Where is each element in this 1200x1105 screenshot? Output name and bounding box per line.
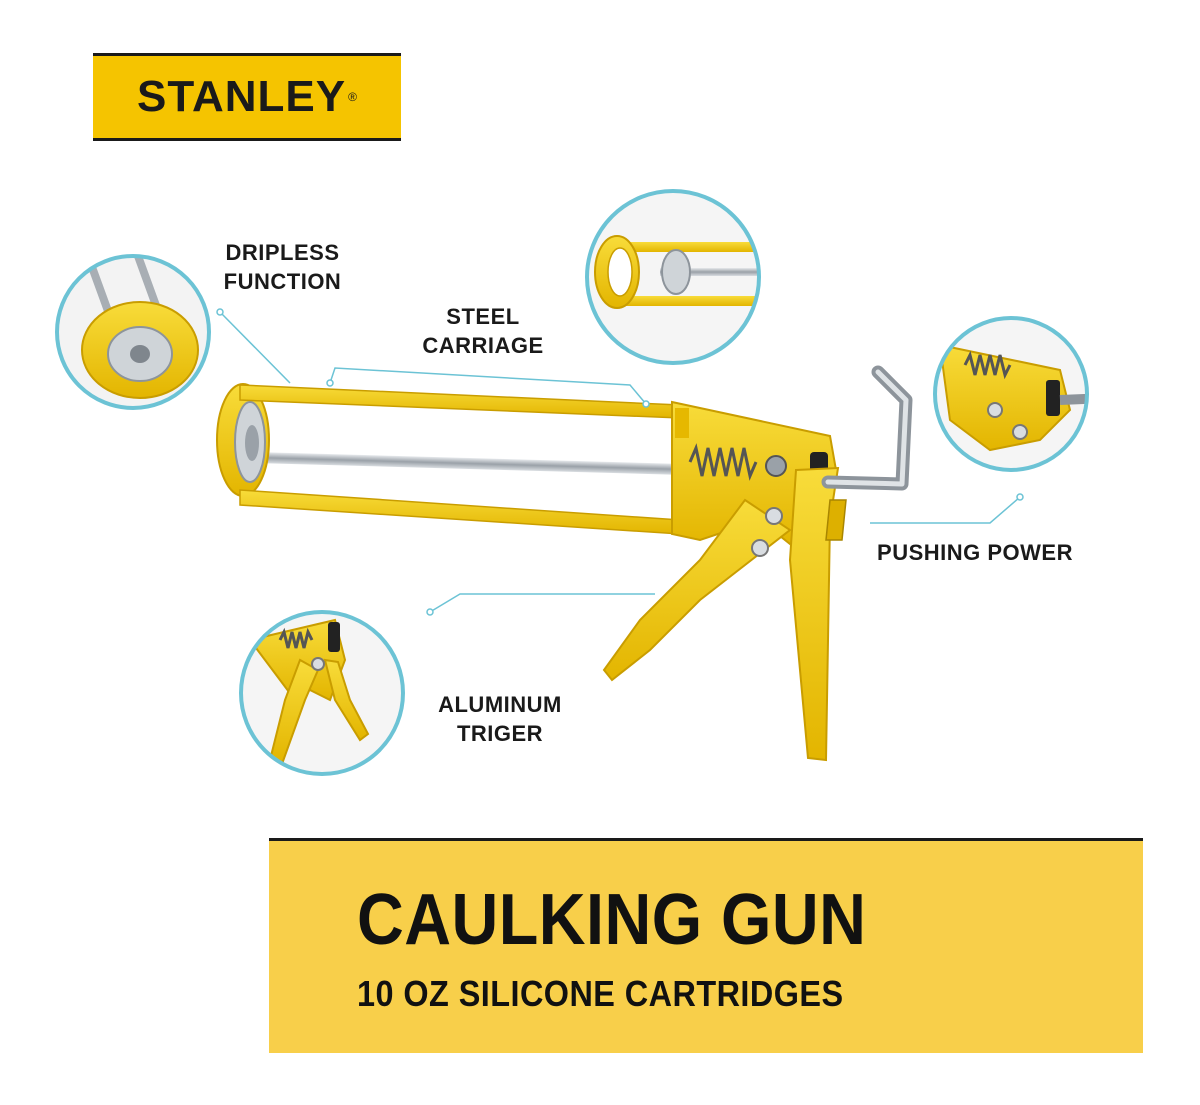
callout-pushing-line1: PUSHING POWER bbox=[877, 540, 1073, 565]
callout-trigger-line2: TRIGER bbox=[456, 721, 544, 746]
callout-steel: STEEL CARRIAGE bbox=[413, 302, 553, 360]
callout-steel-line1: STEEL bbox=[446, 304, 520, 329]
leader-lines bbox=[219, 311, 1021, 613]
registered-mark: ® bbox=[348, 90, 357, 104]
product-title: CAULKING GUN bbox=[357, 880, 867, 960]
product-subtitle: 10 OZ SILICONE CARTRIDGES bbox=[357, 973, 844, 1014]
dripless-detail bbox=[55, 254, 211, 410]
callout-steel-line2: CARRIAGE bbox=[422, 333, 544, 358]
stanley-logo: STANLEY ® bbox=[93, 53, 401, 141]
callout-trigger: ALUMINUM TRIGER bbox=[425, 690, 575, 748]
callout-trigger-line1: ALUMINUM bbox=[438, 692, 562, 717]
callout-pushing: PUSHING POWER bbox=[875, 538, 1075, 567]
trigger-detail bbox=[239, 610, 405, 776]
steel-carriage-detail bbox=[585, 189, 761, 365]
callout-dripless: DRIPLESS FUNCTION bbox=[215, 238, 350, 296]
product-banner: CAULKING GUN 10 OZ SILICONE CARTRIDGES bbox=[269, 838, 1143, 1053]
callout-dripless-line2: FUNCTION bbox=[223, 269, 342, 294]
callout-dripless-line1: DRIPLESS bbox=[225, 240, 340, 265]
pushing-power-detail bbox=[933, 316, 1089, 472]
caulking-gun-illustration bbox=[216, 365, 913, 762]
brand-name: STANLEY bbox=[137, 72, 347, 121]
